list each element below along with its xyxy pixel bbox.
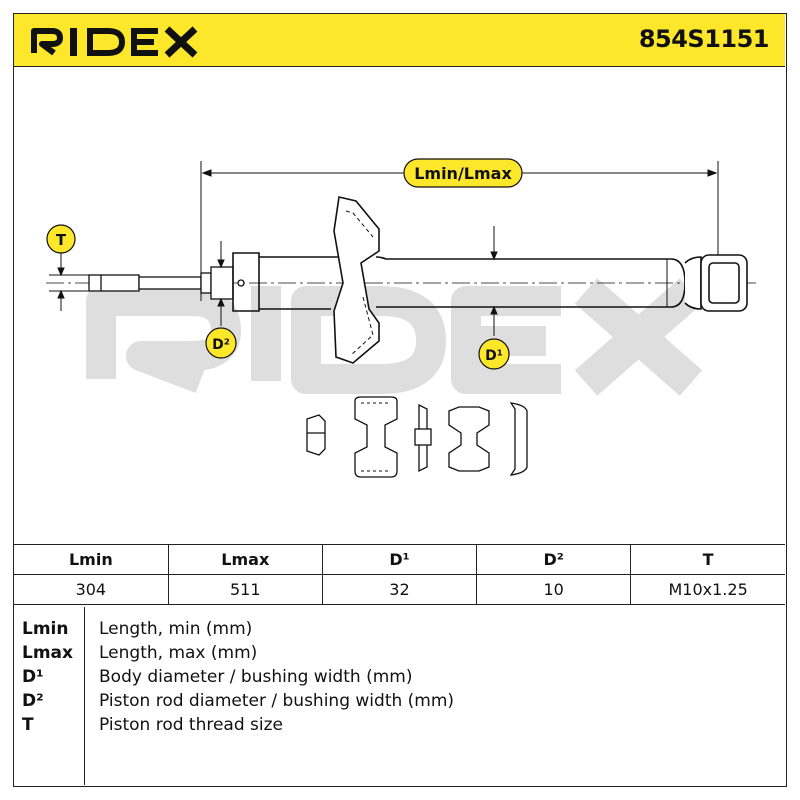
shock-absorber-drawing: Lmin/Lmax T — [14, 67, 785, 545]
legend-desc: Piston rod diameter / bushing width (mm) — [99, 691, 455, 711]
rod-diameter-dimension — [217, 241, 225, 326]
legend-key: D¹ — [22, 667, 44, 687]
header-lmin: Lmin — [14, 544, 169, 575]
legend-row: D² Piston rod diameter / bushing width (… — [14, 691, 785, 715]
part-number: 854S1151 — [638, 25, 770, 53]
mounting-kit — [306, 396, 528, 478]
header-lmax: Lmax — [167, 544, 323, 575]
value-d1: 32 — [321, 574, 478, 605]
length-label: Lmin/Lmax — [414, 164, 512, 183]
ridex-logo — [31, 26, 198, 58]
rod-diameter-label: D² — [212, 337, 230, 353]
dimensions-table: Lmin Lmax D¹ D² T 304 511 32 10 M10x1.25 — [14, 544, 785, 605]
body-diameter-badge: D¹ — [478, 338, 510, 370]
table-value-row: 304 511 32 10 M10x1.25 — [14, 574, 785, 605]
thread-label: T — [56, 231, 67, 249]
value-d2: 10 — [476, 574, 632, 605]
value-lmax: 511 — [167, 574, 323, 605]
piston-rod — [88, 266, 245, 300]
bushing-part-2 — [448, 406, 490, 472]
length-label-badge: Lmin/Lmax — [403, 158, 523, 188]
cup-washer-part — [509, 402, 528, 476]
thread-dimension — [49, 251, 89, 311]
table-header-row: Lmin Lmax D¹ D² T — [14, 544, 785, 575]
legend-key: D² — [22, 691, 44, 711]
legend-row: T Piston rod thread size — [14, 715, 785, 739]
legend-desc: Length, max (mm) — [99, 643, 258, 663]
header-d1: D¹ — [321, 544, 478, 575]
legend-desc: Piston rod thread size — [99, 715, 284, 735]
nut-part — [306, 414, 326, 456]
legend: Lmin Length, min (mm) Lmax Length, max (… — [14, 607, 785, 785]
spec-sheet: 854S1151 Lmin/Lmax — [13, 13, 787, 787]
header-bar: 854S1151 — [14, 14, 785, 67]
legend-row: Lmax Length, max (mm) — [14, 643, 785, 667]
legend-key: T — [22, 715, 34, 735]
legend-desc: Body diameter / bushing width (mm) — [99, 667, 413, 687]
body-diameter-dimension — [490, 226, 498, 336]
header-t: T — [630, 544, 785, 575]
legend-divider — [84, 607, 85, 785]
rod-diameter-badge: D² — [205, 327, 237, 359]
header-d2: D² — [476, 544, 632, 575]
legend-row: D¹ Body diameter / bushing width (mm) — [14, 667, 785, 691]
bushing-part-1 — [354, 396, 398, 478]
value-lmin: 304 — [14, 574, 169, 605]
thread-label-badge: T — [46, 224, 76, 254]
ridex-watermark — [86, 278, 703, 396]
legend-key: Lmin — [22, 619, 69, 639]
body-diameter-label: D¹ — [485, 348, 503, 364]
value-t: M10x1.25 — [630, 574, 785, 605]
legend-key: Lmax — [22, 643, 73, 663]
legend-row: Lmin Length, min (mm) — [14, 619, 785, 643]
legend-desc: Length, min (mm) — [99, 619, 253, 639]
shock-body — [232, 196, 748, 364]
